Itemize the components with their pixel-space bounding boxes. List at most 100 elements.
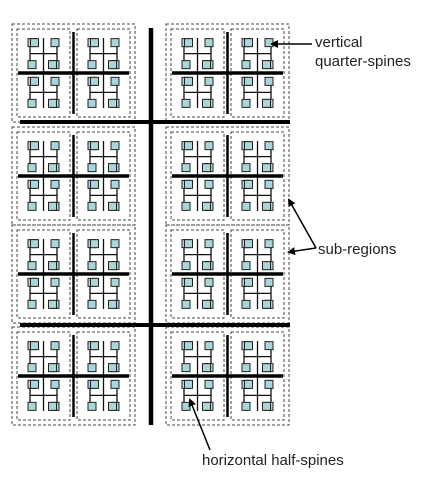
clock-sink bbox=[87, 163, 97, 173]
clock-sink bbox=[202, 299, 211, 309]
clock-sink bbox=[264, 38, 274, 48]
clock-sink bbox=[48, 363, 57, 373]
clock-sink bbox=[27, 201, 37, 211]
clock-region bbox=[165, 23, 290, 123]
clock-sink bbox=[204, 179, 214, 189]
clock-sink bbox=[262, 163, 271, 173]
clock-sink bbox=[241, 201, 251, 211]
clock-sink bbox=[262, 401, 271, 411]
clock-sink bbox=[241, 261, 251, 271]
clock-sink bbox=[30, 141, 39, 151]
clock-region bbox=[165, 126, 290, 226]
clock-sink bbox=[108, 299, 117, 309]
clock-sink bbox=[241, 299, 251, 309]
clock-sink bbox=[184, 38, 193, 48]
clock-sink bbox=[262, 261, 271, 271]
clock-sink bbox=[48, 261, 57, 271]
clock-sink bbox=[108, 163, 117, 173]
clock-sink bbox=[90, 179, 99, 189]
clock-region bbox=[11, 224, 136, 324]
clock-sink bbox=[50, 76, 60, 86]
regions-layer bbox=[11, 23, 290, 426]
clock-sink bbox=[204, 76, 214, 86]
clock-sink bbox=[27, 98, 37, 108]
clock-sink bbox=[50, 341, 60, 351]
clock-region bbox=[11, 326, 136, 426]
clock-sink bbox=[244, 277, 253, 287]
clock-sink bbox=[244, 179, 253, 189]
clock-sink bbox=[202, 98, 211, 108]
clock-sink bbox=[110, 239, 120, 249]
horizontal-half-spines-label: horizontal half-spines bbox=[202, 452, 344, 469]
clock-sink bbox=[184, 277, 193, 287]
clock-sink bbox=[110, 379, 120, 389]
clock-sink bbox=[202, 60, 211, 70]
clock-sink bbox=[264, 179, 274, 189]
clock-sink bbox=[181, 363, 191, 373]
clock-sink bbox=[30, 38, 39, 48]
clock-sink bbox=[264, 277, 274, 287]
clock-region bbox=[165, 326, 290, 426]
clock-sink bbox=[90, 277, 99, 287]
clock-sink bbox=[27, 60, 37, 70]
clock-sink bbox=[27, 261, 37, 271]
clock-sink bbox=[50, 38, 60, 48]
sub-regions-label: sub-regions bbox=[318, 241, 397, 258]
clock-sink bbox=[108, 261, 117, 271]
clock-sink bbox=[202, 201, 211, 211]
clock-sink bbox=[184, 341, 193, 351]
clock-sink bbox=[181, 163, 191, 173]
clock-sink bbox=[244, 341, 253, 351]
clock-sink bbox=[262, 98, 271, 108]
clock-sink bbox=[110, 76, 120, 86]
clock-sink bbox=[87, 401, 97, 411]
clock-sink bbox=[87, 201, 97, 211]
clock-sink bbox=[110, 179, 120, 189]
clock-sink bbox=[87, 299, 97, 309]
clock-sink bbox=[184, 379, 193, 389]
clock-sink bbox=[48, 98, 57, 108]
clock-sink bbox=[184, 179, 193, 189]
clock-sink bbox=[27, 299, 37, 309]
clock-sink bbox=[30, 341, 39, 351]
vertical-quarter-spines-label-line1: vertical bbox=[315, 34, 363, 51]
clock-sink bbox=[244, 379, 253, 389]
clock-sink bbox=[202, 261, 211, 271]
clock-sink bbox=[244, 141, 253, 151]
clock-sink bbox=[204, 277, 214, 287]
clock-sink bbox=[244, 76, 253, 86]
clock-sink bbox=[108, 60, 117, 70]
clock-sink bbox=[48, 299, 57, 309]
clock-sink bbox=[262, 201, 271, 211]
clock-sink bbox=[87, 261, 97, 271]
clock-sink bbox=[110, 341, 120, 351]
clock-sink bbox=[202, 401, 211, 411]
clock-sink bbox=[264, 239, 274, 249]
sub-regions-arrow-lower bbox=[287, 247, 317, 256]
clock-sink bbox=[204, 239, 214, 249]
clock-sink bbox=[50, 179, 60, 189]
clock-sink bbox=[264, 141, 274, 151]
clock-sink bbox=[30, 76, 39, 86]
clock-sink bbox=[262, 363, 271, 373]
clock-sink bbox=[181, 98, 191, 108]
clock-sink bbox=[87, 60, 97, 70]
clock-sink bbox=[50, 277, 60, 287]
clock-sink bbox=[181, 261, 191, 271]
clock-sink bbox=[241, 363, 251, 373]
clock-sink bbox=[264, 76, 274, 86]
clock-sink bbox=[181, 201, 191, 211]
spines-layer bbox=[20, 28, 290, 425]
clock-region bbox=[165, 224, 290, 324]
clock-sink bbox=[241, 98, 251, 108]
clock-sink bbox=[90, 239, 99, 249]
clock-sink bbox=[204, 379, 214, 389]
clock-sink bbox=[264, 341, 274, 351]
clock-sink bbox=[48, 201, 57, 211]
vertical-quarter-spines-label-line2: quarter-spines bbox=[315, 53, 411, 70]
clock-sink bbox=[184, 76, 193, 86]
clock-sink bbox=[30, 379, 39, 389]
clock-sink bbox=[262, 60, 271, 70]
clock-sink bbox=[30, 239, 39, 249]
